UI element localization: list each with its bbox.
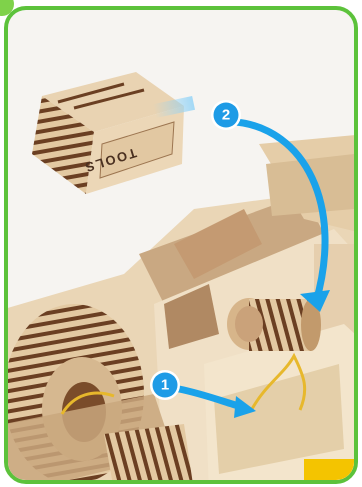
assembly-illustration: TOOLS 2 1	[4, 6, 358, 484]
toolbox-part: TOOLS	[32, 72, 195, 194]
step-1-number: 1	[161, 377, 169, 394]
instruction-frame: TOOLS 2 1	[4, 6, 358, 484]
step-2-badge: 2	[211, 100, 241, 130]
corner-dot-icon	[0, 0, 24, 22]
drum-part	[227, 298, 321, 351]
step-2-number: 2	[222, 107, 230, 124]
step-1-badge: 1	[150, 370, 180, 400]
